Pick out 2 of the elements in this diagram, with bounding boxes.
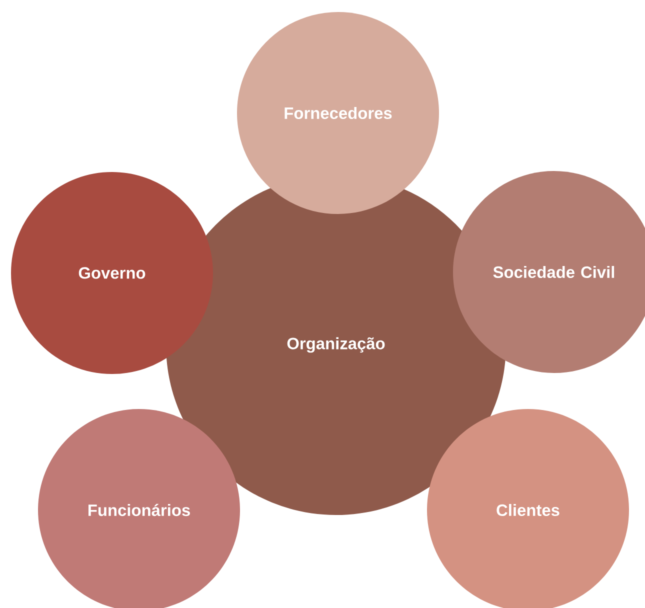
circle-node: Governo	[11, 172, 213, 374]
circle-node: Fornecedores	[237, 12, 439, 214]
